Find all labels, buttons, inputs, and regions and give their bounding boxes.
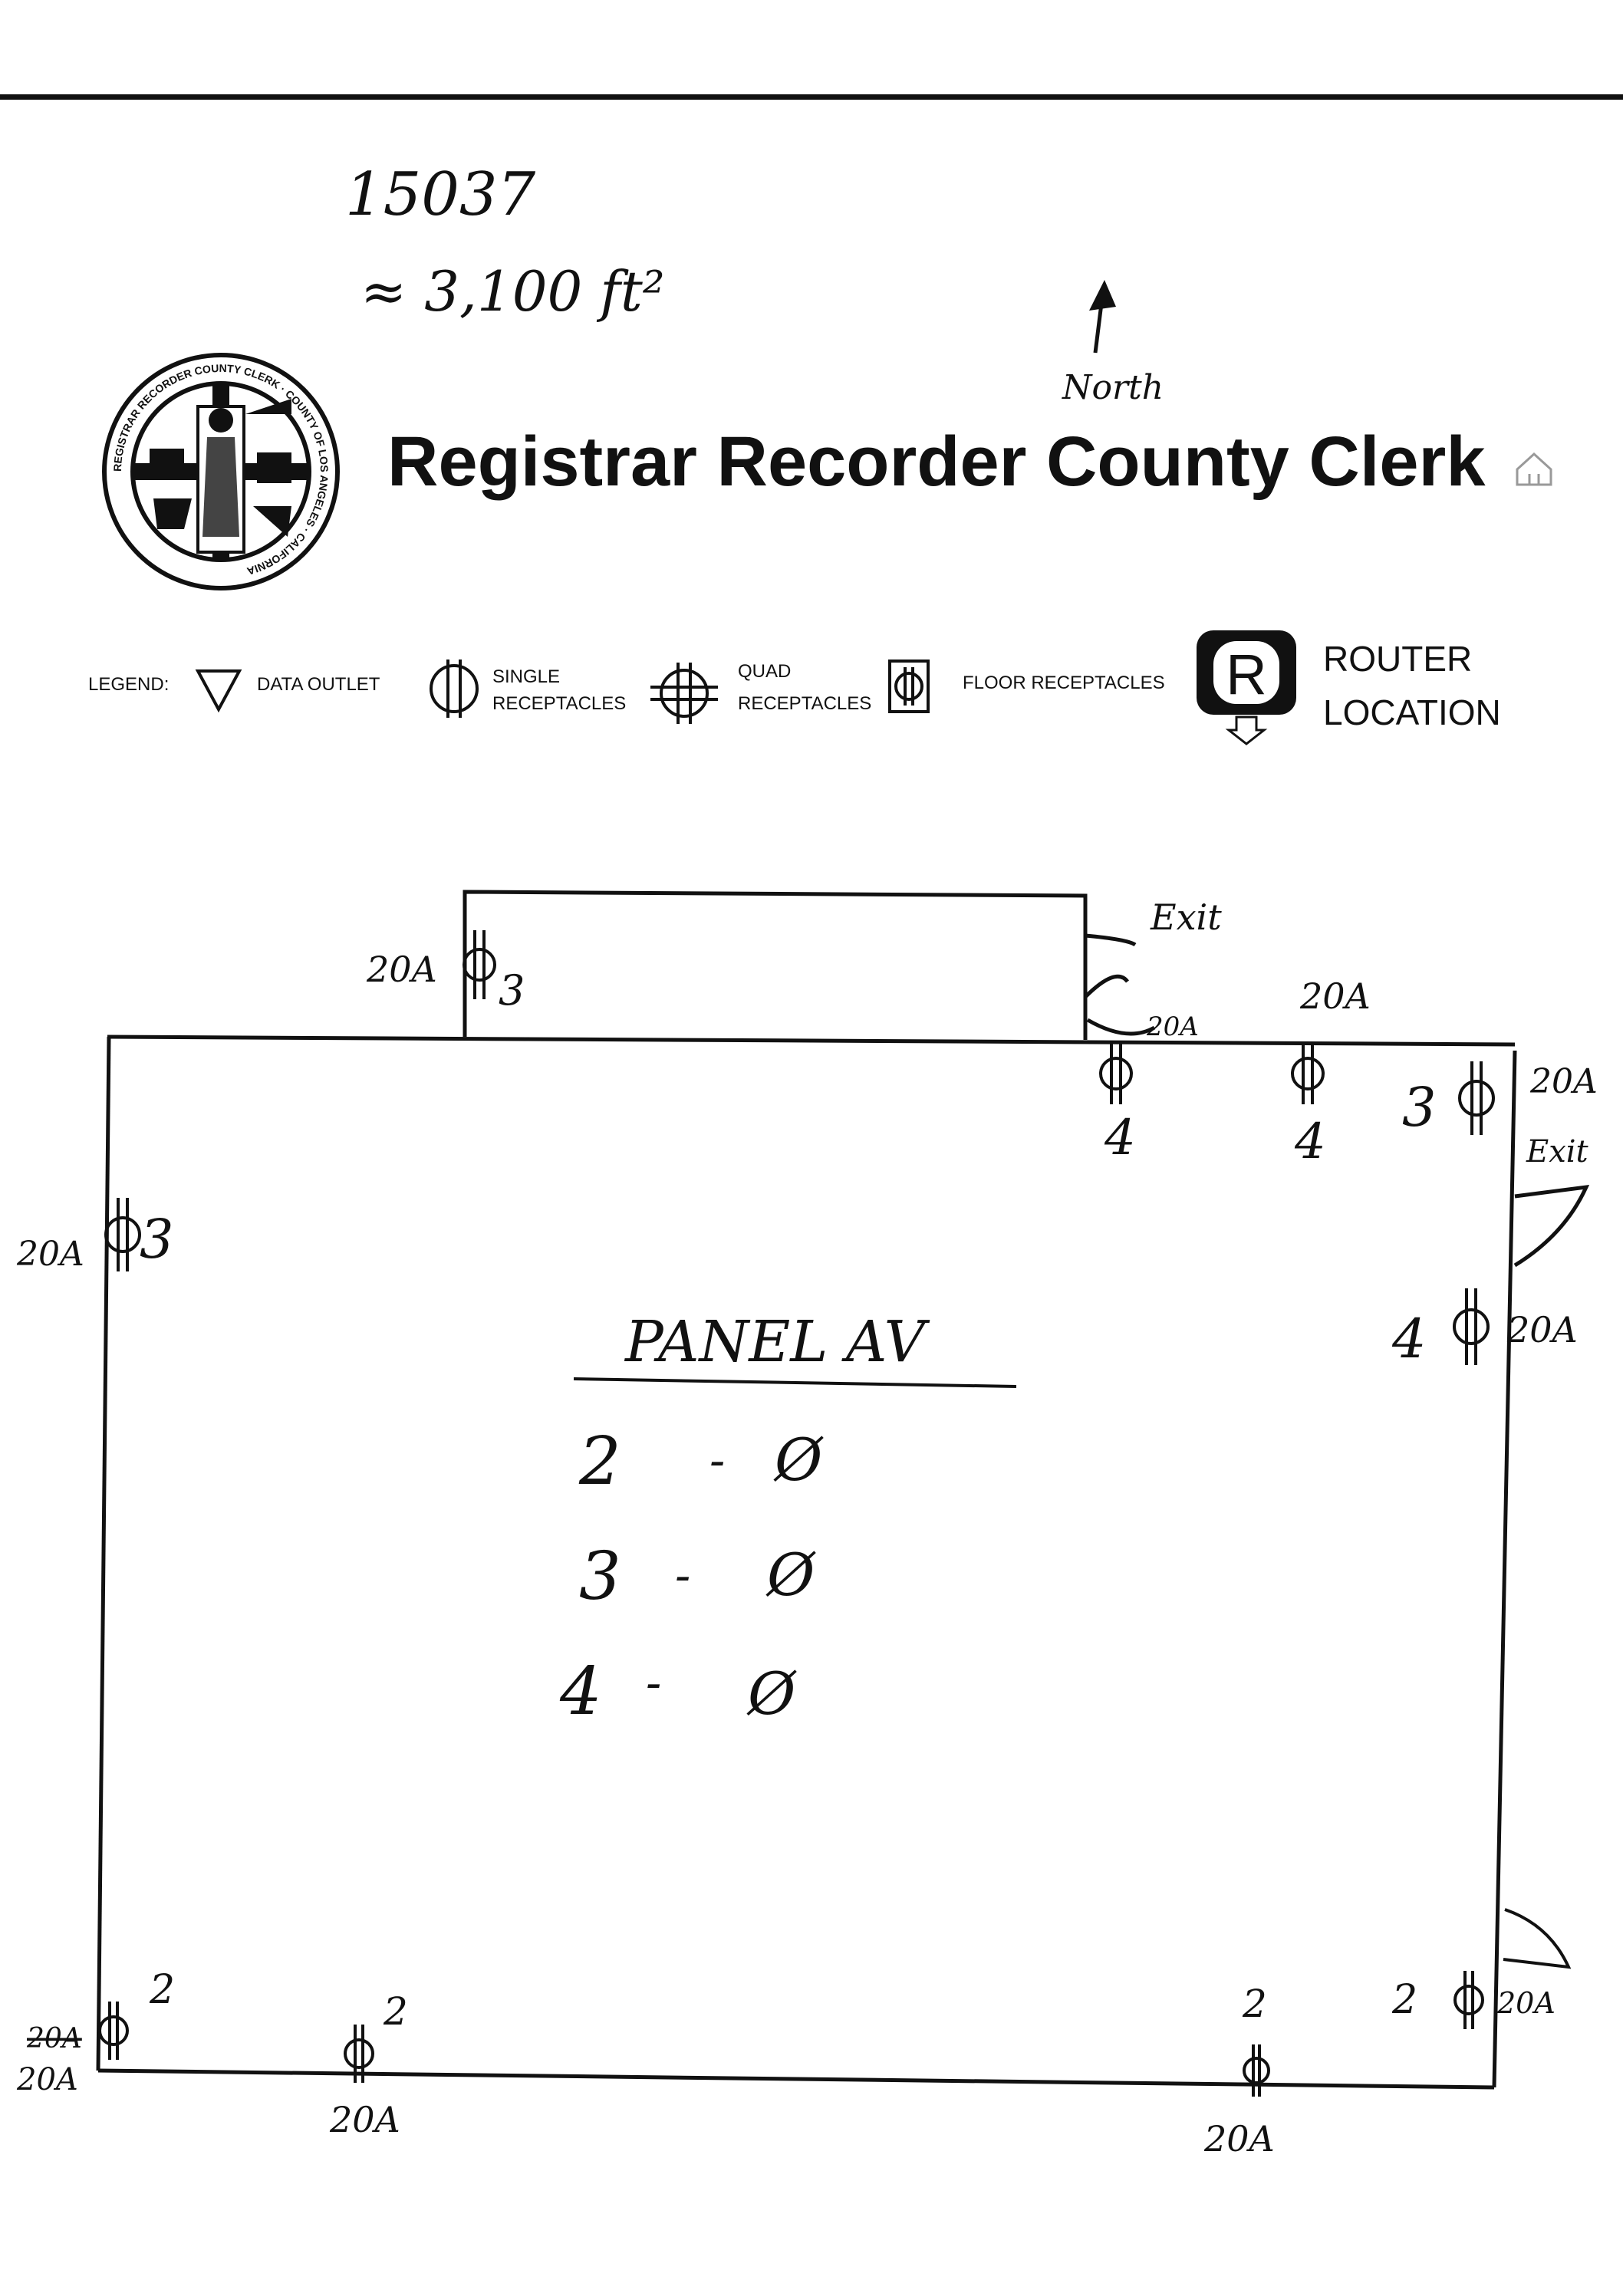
ann-exit-top-amp: 20A <box>1146 1011 1199 1042</box>
id-number: 15037 <box>345 160 536 229</box>
quad-receptacle-icon <box>650 663 718 724</box>
panel-row-2: 4 - Ø <box>559 1653 797 1730</box>
ann-bottom-mid-amp: 20A <box>1203 2118 1275 2159</box>
svg-text:Ø: Ø <box>765 1541 816 1609</box>
receptacle-symbols <box>98 930 1495 2097</box>
svg-text:Ø: Ø <box>773 1426 824 1494</box>
ann-left-amp: 20A <box>16 1235 84 1274</box>
panel-title: PANEL AV <box>624 1309 930 1375</box>
ann-bottom-mid-count: 2 <box>1242 1982 1267 2026</box>
svg-text:3: 3 <box>579 1538 621 1615</box>
ann-left-count: 3 <box>140 1208 174 1271</box>
svg-text:-: - <box>646 1656 661 1710</box>
ann-top-count-b: 4 <box>1294 1113 1326 1170</box>
ann-top-mid-amp: 20A <box>1299 975 1371 1017</box>
ann-bottom-right-count: 2 <box>1391 1977 1417 2023</box>
legend-data-outlet: DATA OUTLET <box>257 674 380 695</box>
page-title: Registrar Recorder County Clerk <box>387 423 1486 501</box>
scan-top-border <box>0 94 1623 100</box>
floor-plan-outline <box>96 890 1517 2090</box>
ann-exit-right: Exit <box>1526 1134 1589 1169</box>
legend-quad-line1: QUAD <box>738 661 791 682</box>
legend-quad-line2: RECEPTACLES <box>738 693 871 714</box>
door-swing-bottom-right <box>1503 1908 1572 1969</box>
ann-right-amp: 20A <box>1506 1309 1578 1350</box>
legend-floor: FLOOR RECEPTACLES <box>963 673 1165 693</box>
ann-bottom-right-amp: 20A <box>1496 1986 1556 2020</box>
svg-text:Ø: Ø <box>746 1660 797 1728</box>
exit-door-top <box>1084 933 1156 1036</box>
north-label: North <box>1062 368 1164 407</box>
ann-top-right-count: 3 <box>1402 1076 1437 1139</box>
router-icon: R <box>1197 630 1296 745</box>
panel-underline <box>573 1377 1017 1388</box>
exit-door-right <box>1513 1184 1590 1268</box>
home-icon <box>1516 452 1552 486</box>
svg-text:2: 2 <box>578 1423 621 1500</box>
legend-router-line2: LOCATION <box>1323 692 1501 732</box>
legend-router-line1: ROUTER <box>1323 639 1472 679</box>
panel-row-0: 2 - Ø <box>578 1423 824 1500</box>
ann-bottom-left-amp: 20A <box>329 2099 400 2140</box>
triangle-down-icon <box>195 669 242 713</box>
ann-bl-amp: 20A <box>16 2062 78 2097</box>
legend-single-line1: SINGLE <box>492 666 560 687</box>
legend-label: LEGEND: <box>88 674 169 695</box>
panel-row-1: 3 - Ø <box>579 1538 816 1615</box>
ann-bl-count: 2 <box>149 1967 175 2013</box>
floor-receptacle-icon <box>888 660 930 713</box>
legend-single-line2: RECEPTACLES <box>492 693 626 714</box>
ann-right-count: 4 <box>1391 1308 1427 1370</box>
ann-top-right-amp: 20A <box>1529 1062 1598 1101</box>
svg-text:-: - <box>709 1434 725 1488</box>
single-receptacle-icon <box>430 660 479 718</box>
ann-bl-amp-struck: 20A <box>26 2023 82 2054</box>
svg-text:R: R <box>1226 643 1266 706</box>
county-seal-logo <box>102 353 340 590</box>
ann-bottom-left-count: 2 <box>383 1989 408 2034</box>
ann-top-count-a: 4 <box>1104 1110 1136 1166</box>
area-note: ≈ 3,100 ft² <box>360 259 665 324</box>
svg-text:-: - <box>675 1549 690 1603</box>
ann-top-left-amp: 20A <box>366 949 437 990</box>
north-arrow-icon <box>1089 280 1116 354</box>
ann-top-left-count: 3 <box>499 966 525 1015</box>
svg-text:4: 4 <box>559 1653 602 1730</box>
ann-exit-top: Exit <box>1150 896 1222 938</box>
